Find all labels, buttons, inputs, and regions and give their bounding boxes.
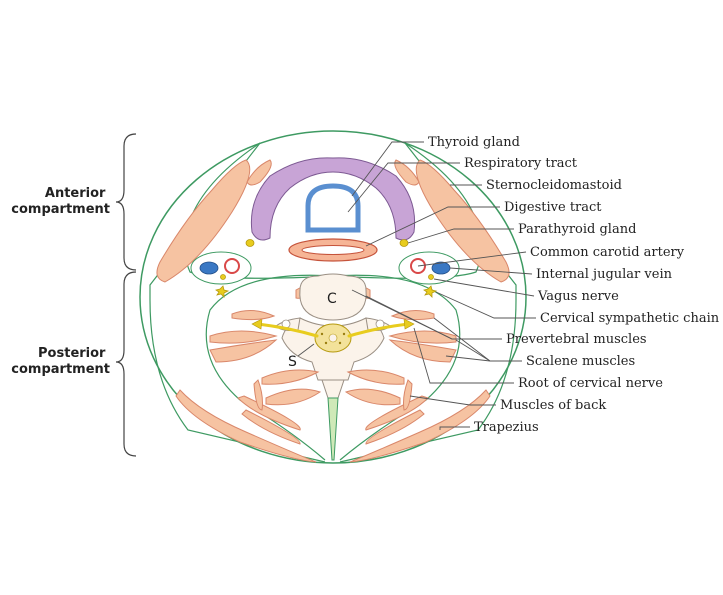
vertebral-body bbox=[299, 273, 367, 321]
internal-jugular-vein-left bbox=[199, 261, 219, 275]
letter-s: S bbox=[288, 354, 297, 370]
cervical-nerve-root-right bbox=[347, 322, 410, 338]
leader-internal-jugular-vein bbox=[449, 267, 533, 275]
label-scalene-muscles: Scalene muscles bbox=[526, 354, 635, 369]
label-vagus-nerve: Vagus nerve bbox=[537, 289, 619, 304]
leader-root-of-cervical-nerve bbox=[413, 327, 514, 384]
label-digestive-tract: Digestive tract bbox=[504, 200, 602, 215]
posterior-compartment-title: Posterior compartment bbox=[11, 346, 110, 377]
back-muscle-right-3 bbox=[365, 395, 429, 431]
label-thyroid-gland: Thyroid gland bbox=[428, 135, 520, 150]
label-sternocleidomastoid: Sternocleidomastoid bbox=[486, 178, 622, 193]
vagus-nerve-right bbox=[428, 274, 434, 280]
strap-muscle-left bbox=[246, 159, 272, 186]
scalene-muscle-left-2 bbox=[209, 330, 278, 344]
common-carotid-artery-left bbox=[224, 258, 240, 274]
leader-thyroid-gland bbox=[351, 141, 424, 197]
leader-cervical-sympathetic-chain bbox=[435, 291, 536, 319]
strap-muscle-right bbox=[394, 159, 420, 186]
anterior-compartment-title: Anterior compartment bbox=[11, 186, 110, 217]
scalene-muscle-right-3 bbox=[388, 339, 457, 363]
sympathetic-ganglion-right bbox=[423, 285, 438, 298]
label-internal-jugular-vein: Internal jugular vein bbox=[536, 267, 673, 282]
leader-parathyroid-gland bbox=[407, 228, 514, 244]
cervical-nerve-arrow-right bbox=[403, 318, 415, 330]
leader-lines bbox=[347, 141, 536, 430]
sternocleidomastoid-muscle-left bbox=[156, 159, 251, 283]
cervical-nerve-root-left bbox=[256, 322, 319, 338]
sternocleidomastoid-muscle bbox=[415, 159, 510, 283]
cervical-nerve-arrow-left bbox=[251, 318, 263, 330]
anterior-compartment-brace bbox=[115, 133, 137, 271]
letter-c: C bbox=[327, 291, 337, 307]
back-muscle-right-4 bbox=[365, 409, 425, 445]
leader-common-carotid-artery bbox=[417, 251, 527, 267]
sympathetic-ganglion-left bbox=[215, 285, 230, 298]
vagus-nerve-left bbox=[220, 274, 226, 280]
label-trapezius: Trapezius bbox=[474, 420, 539, 435]
back-muscle-right-2 bbox=[344, 388, 401, 406]
parathyroid-gland-right bbox=[399, 239, 409, 247]
thyroid-gland bbox=[250, 157, 416, 241]
leader-respiratory-tract bbox=[347, 162, 460, 213]
investing-fascia-line-right bbox=[339, 142, 517, 463]
spinal-cord-grey-matter bbox=[328, 333, 338, 343]
label-prevertebral-muscles: Prevertebral muscles bbox=[506, 332, 647, 347]
investing-fascia-line bbox=[149, 142, 326, 463]
nuchal-ligament bbox=[327, 397, 339, 461]
back-muscle-left-5 bbox=[253, 379, 263, 411]
prevertebral-fascia bbox=[205, 274, 461, 461]
leader-vagus-nerve bbox=[433, 278, 535, 297]
label-cervical-sympathetic-chain: Cervical sympathetic chain bbox=[540, 311, 720, 326]
leader-scalene-muscles-3 bbox=[445, 355, 491, 362]
trapezius-muscle-left bbox=[175, 389, 317, 463]
spinal-cord-dot-4 bbox=[338, 341, 342, 345]
leader-prevertebral-muscles-2 bbox=[365, 295, 453, 340]
s-leader-line bbox=[297, 343, 315, 357]
leader-muscles-of-back bbox=[409, 395, 496, 406]
leader-scalene-muscles-2 bbox=[455, 339, 491, 362]
label-common-carotid-artery: Common carotid artery bbox=[530, 245, 685, 260]
label-muscles-of-back: Muscles of back bbox=[500, 398, 606, 413]
scalene-muscle-left-3 bbox=[209, 339, 278, 363]
label-root-of-cervical-nerve: Root of cervical nerve bbox=[518, 376, 663, 391]
back-muscle-right-1 bbox=[346, 369, 405, 385]
back-muscle-right-5 bbox=[403, 379, 413, 411]
scalene-muscle-right-1 bbox=[390, 310, 435, 321]
back-muscle-left-1 bbox=[261, 369, 320, 385]
scalene-muscle-left-1 bbox=[231, 310, 276, 321]
spinal-cord-dot-2 bbox=[324, 341, 328, 345]
spinal-cord-dot-3 bbox=[342, 332, 346, 336]
posterior-compartment-brace bbox=[115, 271, 137, 457]
label-parathyroid-gland: Parathyroid gland bbox=[518, 222, 636, 237]
back-muscle-left-4 bbox=[241, 409, 301, 445]
trachea-ring bbox=[305, 183, 361, 233]
trapezius-muscle bbox=[349, 389, 491, 463]
label-respiratory-tract: Respiratory tract bbox=[464, 156, 578, 171]
parathyroid-gland-left bbox=[245, 239, 255, 247]
esophagus-lumen bbox=[301, 245, 365, 255]
spinal-cord-dot-1 bbox=[320, 332, 324, 336]
leader-trapezius bbox=[439, 426, 470, 430]
back-muscle-left-3 bbox=[237, 395, 301, 431]
leader-digestive-tract bbox=[365, 206, 500, 247]
back-muscle-left-2 bbox=[265, 388, 322, 406]
